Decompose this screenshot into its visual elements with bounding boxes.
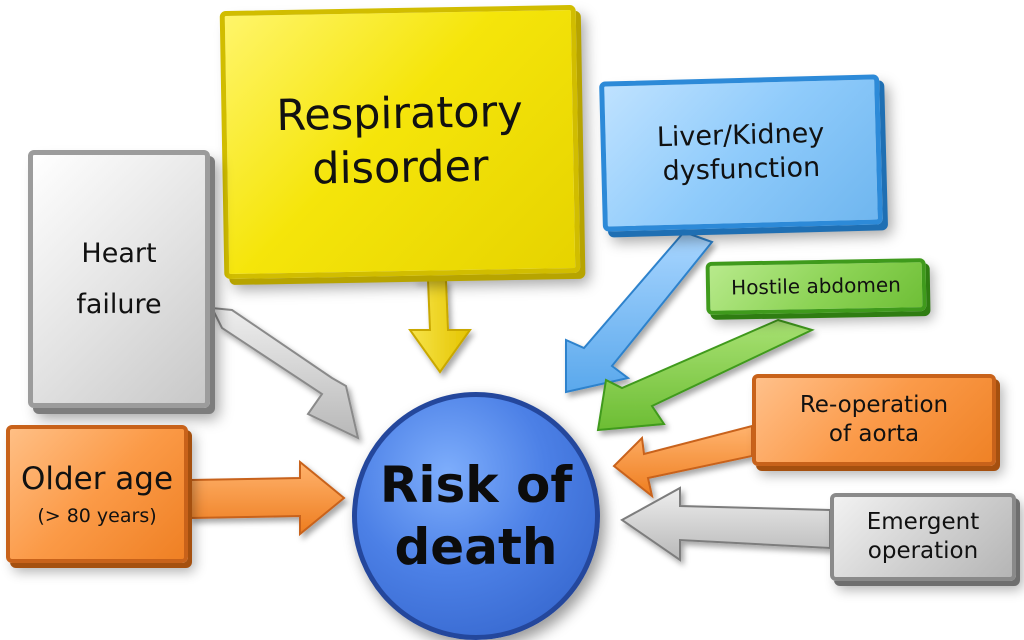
factor-emergent-line1: Emergent [866,509,980,536]
factor-liver-line1: Liver/Kidney [656,118,825,154]
center-line2: death [394,518,558,576]
factor-heart-line1: Heart [81,237,157,269]
factor-respiratory-line2: disorder [311,141,490,195]
factor-reoperation-line2: of aorta [828,421,920,447]
factor-respiratory-line1: Respiratory [275,87,524,142]
factor-liver-line2: dysfunction [662,151,821,188]
factor-reoperation-line1: Re-operation [799,392,949,419]
center-line1: Risk of [379,455,573,514]
factor-older-line2: (> 80 years) [37,504,157,527]
factor-respiratory-disorder: Respiratory disorder [219,4,581,280]
factor-emergent-operation: Emergent operation [830,493,1016,581]
factor-heart-line2: failure [76,289,162,320]
factor-older-age: Older age (> 80 years) [6,425,188,563]
arrow-respiratory [408,279,472,374]
arrow-emergent [620,486,831,562]
factor-heart-failure: Heart failure [28,150,210,408]
factor-reoperation-of-aorta: Re-operation of aorta [752,374,996,466]
factor-older-line1: Older age [20,460,174,497]
arrow-liver [565,230,714,394]
risk-of-death-circle: Risk of death [352,392,600,640]
arrow-reoperation [612,424,753,499]
arrow-hostile [596,318,815,432]
arrow-heart [210,306,360,440]
factor-hostile-abdomen: Hostile abdomen [705,258,927,315]
factor-emergent-line2: operation [867,538,979,564]
factor-liver-kidney-dysfunction: Liver/Kidney dysfunction [599,74,883,232]
factor-hostile-line1: Hostile abdomen [730,272,902,300]
arrow-older-age [189,459,346,537]
